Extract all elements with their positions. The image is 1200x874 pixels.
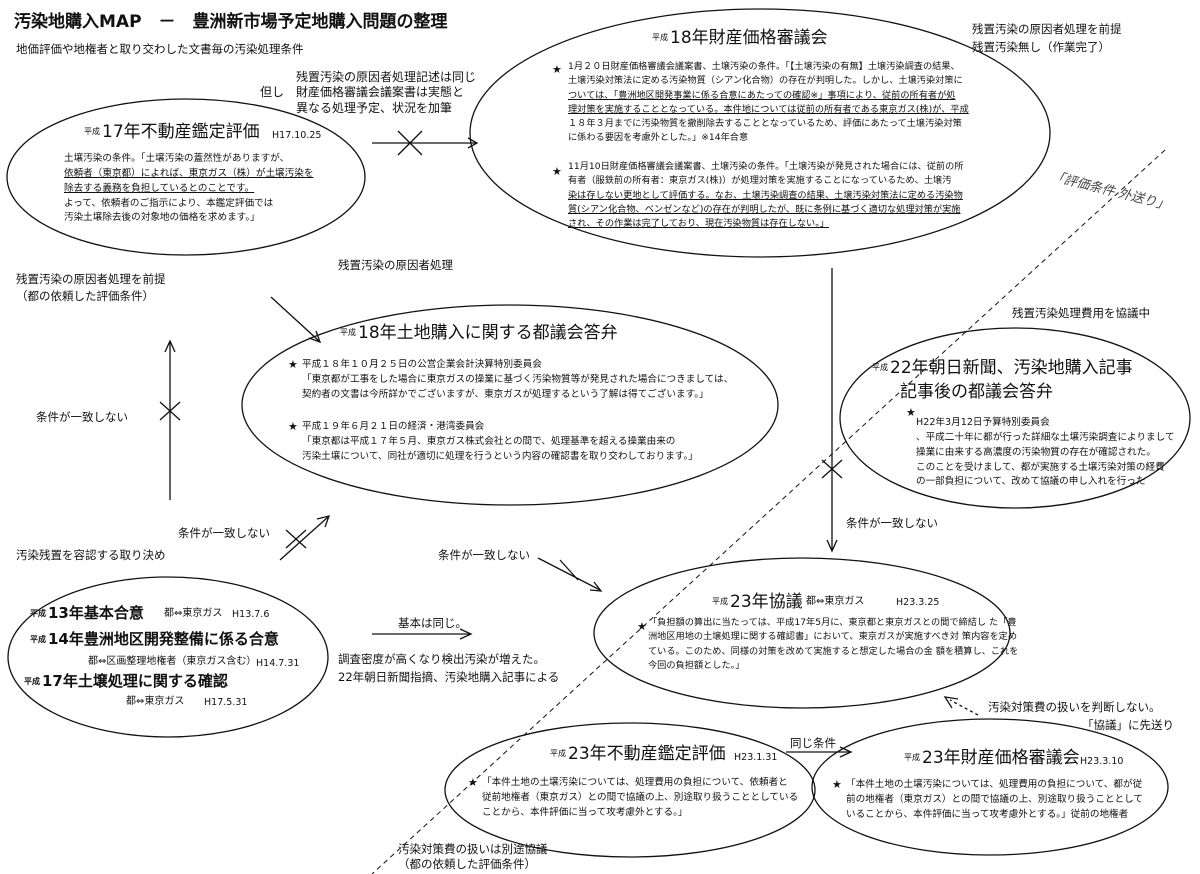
- label-right-mid: 残置汚染処理費用を協議中: [1012, 306, 1150, 320]
- agreement-h17-date: H17.5.31: [204, 697, 248, 708]
- h23-talks-date: H23.3.25: [896, 597, 940, 608]
- star-icon: ★: [832, 778, 842, 791]
- label-center-mid: 残置汚染の原因者処理: [338, 258, 453, 272]
- label-density-1: 調査密度が高くなり検出汚染が増えた。: [338, 652, 545, 666]
- label-proviso-note-3: 異なる処理予定、状況を加筆: [296, 101, 453, 115]
- agreement-h13-party: 都⇔東京ガス: [164, 608, 223, 619]
- ellipse-h22-asahi: [839, 327, 1191, 509]
- h17-appraisal-text: 土壌汚染の条件。「土壌汚染の蓋然性がありますが、 依頼者（東京都）によれば、東京…: [64, 153, 314, 224]
- agreement-h14-party: 都⇔区画整理地権者（東京ガス含む）: [88, 656, 257, 667]
- dashed-divider: [371, 149, 1166, 874]
- star-icon: ★: [288, 358, 298, 371]
- h18-assembly-item-1: 平成１８年１０月２５日の公営企業会計決算特別委員会 「東京都が工事をした場合に東…: [302, 359, 734, 400]
- h18-council-text-2: 11月10日財産価格審議会議案書、土壌汚染の条件。「土壌汚染が発見された場合には…: [568, 161, 964, 229]
- star-icon: ★: [468, 776, 478, 789]
- label-residual-agreement: 汚染残置を容認する取り決め: [16, 548, 166, 562]
- h23-appraisal-date: H23.1.31: [734, 752, 778, 763]
- h23-council-text: 「本件土地の土壌汚染については、処理費用の負担について、都が従 前の地権者（東京…: [846, 779, 1144, 820]
- h22-asahi-subtitle: 記事後の都議会答弁: [900, 382, 1053, 402]
- page-subtitle: 地価評価や地権者と取り交わした文書毎の汚染処理条件: [16, 42, 304, 56]
- agreement-h14-date: H14.7.31: [256, 658, 300, 669]
- h23-council-date: H23.3.10: [1080, 756, 1124, 767]
- h23-talks-text: 「負担額の算出に当たっては、平成17年5月に、東京都と東京ガスとの間で締結し た…: [648, 617, 1019, 671]
- label-mismatch-lowcenter: 条件が一致しない: [438, 548, 530, 562]
- label-right-top-2: 残置汚染無し（作業完了）: [972, 40, 1110, 54]
- agreement-h13-date: H13.7.6: [232, 609, 270, 620]
- star-icon: ★: [637, 620, 647, 633]
- label-same-condition: 同じ条件: [790, 736, 836, 750]
- label-proviso-note-1: 残置汚染の原因者処理記述は同じ: [296, 70, 477, 84]
- label-basic-same: 基本は同じ。: [398, 616, 467, 630]
- ellipse-h17-appraisal: [6, 98, 366, 256]
- label-bottom-2: （都の依頼した評価条件）: [398, 857, 536, 871]
- label-density-2: 22年朝日新聞指摘、汚染地購入記事による: [338, 670, 560, 684]
- star-icon: ★: [552, 165, 562, 178]
- label-precede: 「協議」に先送り: [1082, 718, 1174, 732]
- star-icon: ★: [552, 63, 562, 76]
- h23-talks-party: 都⇔東京ガス: [806, 596, 865, 607]
- star-icon: ★: [906, 406, 916, 419]
- h23-appraisal-text: 「本件土地の土壌汚染については、処理費用の負担について、依頼者と 従前地権者（東…: [482, 777, 799, 818]
- label-mismatch-right: 条件が一致しない: [846, 516, 938, 530]
- label-left-mid-1: 残置汚染の原因者処理を前提: [16, 272, 166, 286]
- h18-council-text-1: 1月２０日財産価格審議会議案書、土壌汚染の条件。「【土壌汚染の有無】土壌汚染調査…: [568, 61, 969, 144]
- label-proviso: 但し: [260, 85, 285, 99]
- label-bottom-1: 汚染対策費の扱いは別途協議: [398, 842, 548, 856]
- label-left-mid-2: （都の依頼した評価条件）: [16, 289, 154, 303]
- agreement-h17-party: 都⇔東京ガス: [126, 696, 185, 707]
- ellipse-h18-council: [469, 8, 1051, 258]
- h22-asahi-text: H22年3月12日予算特別委員会 、平成二十年に都が行った詳細な土壌汚染調査によ…: [916, 417, 1175, 488]
- page-title: 汚染地購入MAP － 豊洲新市場予定地購入問題の整理: [14, 12, 448, 32]
- ellipse-agreements: [7, 576, 329, 738]
- star-icon: ★: [288, 420, 298, 433]
- ellipse-h23-talks: [593, 557, 1011, 709]
- label-proviso-note-2: 財産価格審議会議案書は実態と: [296, 85, 465, 99]
- label-mismatch-left: 条件が一致しない: [36, 410, 128, 424]
- ellipse-h18-assembly: [241, 304, 779, 506]
- ellipse-h23-appraisal: [444, 722, 816, 858]
- ellipse-h23-council: [811, 718, 1169, 856]
- label-mismatch-center: 条件が一致しない: [178, 526, 270, 540]
- h17-appraisal-date: H17.10.25: [272, 130, 322, 141]
- h18-assembly-item-2: 平成１９年６月２１日の経済・港湾委員会 「東京都は平成１７年５月、東京ガス株式会…: [302, 421, 698, 462]
- label-right-top-1: 残置汚染の原因者処理を前提: [972, 22, 1122, 36]
- label-undecided: 汚染対策費の扱いを判断しない。: [988, 700, 1161, 714]
